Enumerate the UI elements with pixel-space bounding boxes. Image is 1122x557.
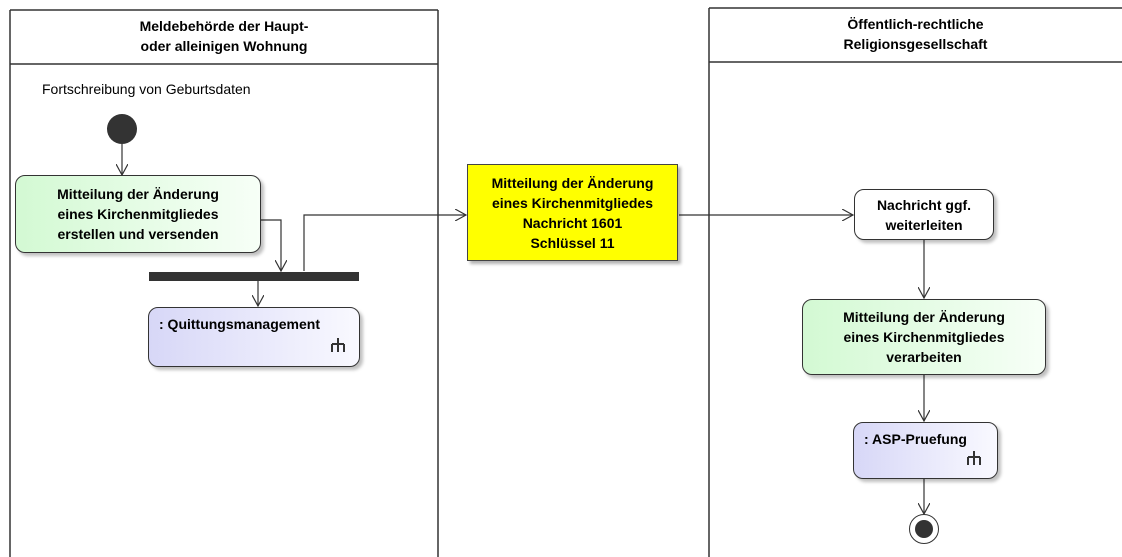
action-forward[interactable]: Nachricht ggf. weiterleiten [854,189,994,240]
final-node-icon [909,514,939,544]
lane-title-left: Meldebehörde der Haupt- oder alleinigen … [10,16,438,56]
subactivity-asp-pruefung[interactable]: : ASP-Pruefung [853,422,998,479]
action-create-line1: Mitteilung der Änderung [57,186,219,202]
action-forward-line1: Nachricht ggf. [876,196,972,213]
action-process[interactable]: Mitteilung der Änderung eines Kirchenmit… [802,299,1046,375]
edge-fork-message [303,215,466,271]
lane-title-left-line2: oder alleinigen Wohnung [140,38,308,54]
message-object-1601[interactable]: Mitteilung der Änderung eines Kirchenmit… [467,164,678,261]
lane-title-right: Öffentlich-rechtliche Religionsgesellsch… [709,14,1122,54]
message-line1: Mitteilung der Änderung [491,174,654,191]
lane-title-left-line1: Meldebehörde der Haupt- [139,18,309,34]
subactivity-quittungsmanagement[interactable]: : Quittungsmanagement [148,307,360,367]
message-line3: Nachricht 1601 [522,214,623,231]
edge-create-fork [261,219,281,271]
action-create-line2: eines Kirchenmitgliedes [57,206,219,222]
swimlane-right [708,7,1122,557]
message-line4: Schlüssel 11 [530,234,615,251]
action-process-line1: Mitteilung der Änderung [843,309,1005,325]
message-line2: eines Kirchenmitgliedes [491,194,654,211]
rake-icon [967,451,981,465]
action-create-send[interactable]: Mitteilung der Änderung eines Kirchenmit… [15,175,261,253]
action-create-line3: erstellen und versenden [57,226,219,242]
lane-title-right-line1: Öffentlich-rechtliche [847,16,984,32]
subactivity-asp-pruefung-label: : ASP-Pruefung [864,431,967,447]
subactivity-quittungsmanagement-label: : Quittungsmanagement [159,316,321,332]
activity-note: Fortschreibung von Geburtsdaten [42,81,251,97]
action-forward-line2: weiterleiten [885,216,963,233]
rake-icon [331,338,345,352]
final-node-dot [915,520,933,538]
fork-bar [149,272,359,281]
lane-title-right-line2: Religionsgesellschaft [843,36,988,52]
swimlane-left [9,9,439,557]
action-process-line3: verarbeiten [886,349,962,365]
action-process-line2: eines Kirchenmitgliedes [843,329,1005,345]
initial-node-icon [107,114,137,144]
